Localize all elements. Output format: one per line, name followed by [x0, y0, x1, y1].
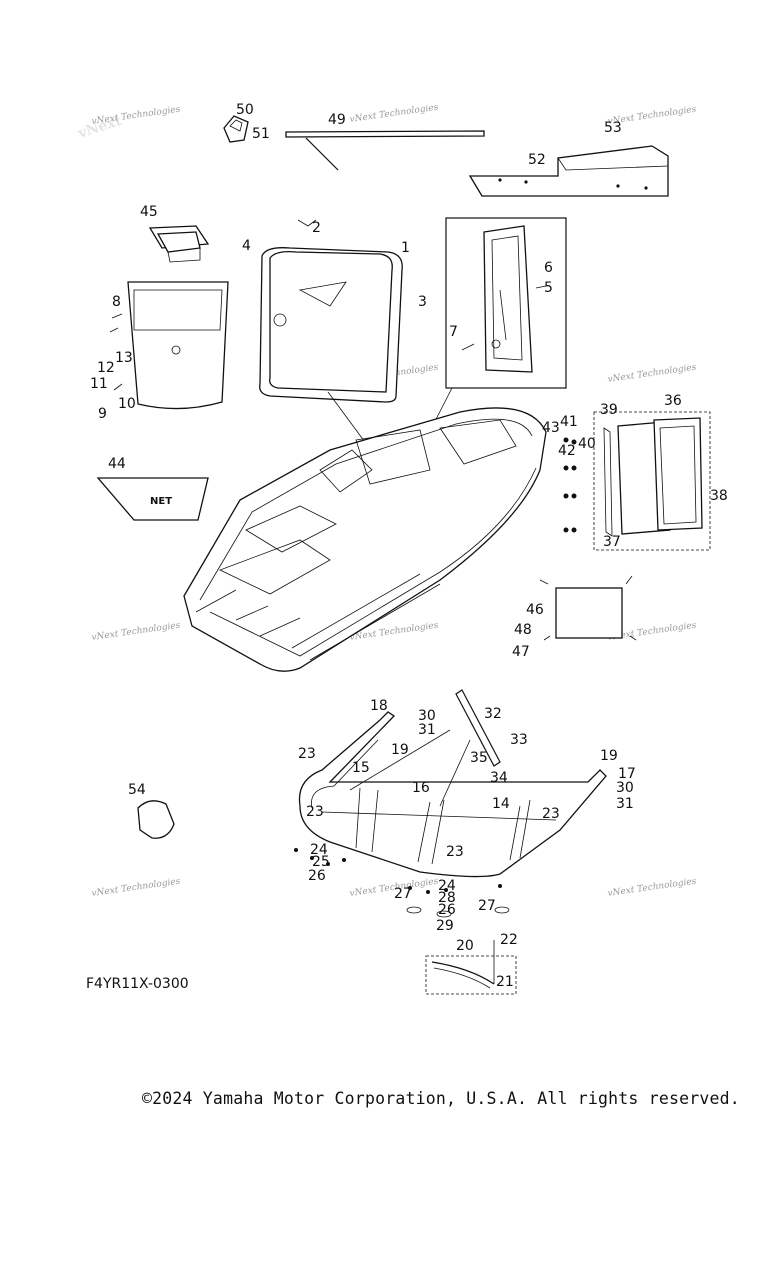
- callout-number: 19: [391, 742, 409, 758]
- rod-part: [285, 130, 485, 171]
- callout-number: 25: [312, 854, 330, 870]
- inset-door-part: [461, 225, 547, 373]
- callout-number: 20: [456, 938, 474, 954]
- strip-frame: [425, 955, 517, 995]
- cleat-part: [223, 115, 249, 143]
- callout-number: 26: [438, 902, 456, 918]
- callout-number: 12: [97, 360, 115, 376]
- mirror-part: [137, 800, 175, 839]
- callout-number: 15: [352, 760, 370, 776]
- mounting-hardware: [294, 848, 502, 894]
- cover-part: [539, 575, 637, 641]
- callout-number: 24: [310, 842, 328, 858]
- callout-number: 4: [242, 238, 251, 254]
- callout-number: 35: [470, 750, 488, 766]
- callout-number: 53: [604, 120, 622, 136]
- callout-number: 16: [412, 780, 430, 796]
- watermark: vNext Technologies: [607, 363, 697, 385]
- callout-number: 36: [664, 393, 682, 409]
- callout-number: 1: [401, 240, 410, 256]
- callout-number: 39: [600, 402, 618, 418]
- callout-number: 45: [140, 204, 158, 220]
- callout-number: 38: [710, 488, 728, 504]
- callout-number: 9: [98, 406, 107, 422]
- callout-number: 54: [128, 782, 146, 798]
- callout-number: 33: [510, 732, 528, 748]
- door-panel-part: [259, 219, 403, 403]
- washers: [406, 906, 510, 918]
- callout-number: 26: [308, 868, 326, 884]
- hatch-part: [603, 417, 703, 537]
- boat-hull-part: [183, 407, 547, 672]
- callout-number: 43: [542, 420, 560, 436]
- callout-number: 22: [500, 932, 518, 948]
- callout-number: 28: [438, 890, 456, 906]
- callout-number: 30: [418, 708, 436, 724]
- diagram-code: F4YR11X-0300: [86, 976, 189, 992]
- hatch-frame: [593, 411, 711, 551]
- callout-number: 27: [394, 886, 412, 902]
- callout-number: 6: [544, 260, 553, 276]
- fasteners: [563, 437, 577, 533]
- callout-number: 23: [298, 746, 316, 762]
- cup-holder-part: [148, 225, 210, 263]
- callout-number: 11: [90, 376, 108, 392]
- callout-number: 47: [512, 644, 530, 660]
- watermark: vNext Technologies: [91, 621, 181, 643]
- callout-number: 27: [478, 898, 496, 914]
- callout-number: 31: [418, 722, 436, 738]
- callout-number: 3: [418, 294, 427, 310]
- callout-number: 37: [603, 534, 621, 550]
- callout-number: 5: [544, 280, 553, 296]
- inset-frame: [445, 217, 567, 389]
- storage-box-part: [109, 281, 229, 410]
- callout-number: 23: [306, 804, 324, 820]
- callout-number: 14: [492, 796, 510, 812]
- bracket-part: [468, 145, 669, 197]
- callout-number: 2: [312, 220, 321, 236]
- callout-number: 23: [542, 806, 560, 822]
- callout-number: 13: [115, 350, 133, 366]
- strip-part: [431, 940, 495, 989]
- callout-number: 50: [236, 102, 254, 118]
- callout-number: 7: [449, 324, 458, 340]
- windshield-part: [298, 689, 607, 878]
- callout-number: 8: [112, 294, 121, 310]
- callout-number: 46: [526, 602, 544, 618]
- callout-number: 42: [558, 443, 576, 459]
- callout-number: 34: [490, 770, 508, 786]
- callout-number: 21: [496, 974, 514, 990]
- callout-number: 24: [438, 878, 456, 894]
- watermark: vNext Technologies: [607, 877, 697, 899]
- callout-number: 52: [528, 152, 546, 168]
- callout-number: 40: [578, 436, 596, 452]
- callout-number: 29: [436, 918, 454, 934]
- watermark: vNext Technologies: [91, 877, 181, 899]
- callout-number: 44: [108, 456, 126, 472]
- callouts: 1 2 3 4 5 6 7 8 9 10 11 12 13 14 15 16 1…: [90, 102, 728, 990]
- watermark: vNext Technologies: [349, 103, 439, 125]
- watermark: vNext Technologies: [91, 105, 181, 127]
- callout-number: 18: [370, 698, 388, 714]
- callout-number: 48: [514, 622, 532, 638]
- callout-number: 17: [618, 766, 636, 782]
- copyright-notice: ©2024 Yamaha Motor Corporation, U.S.A. A…: [142, 1089, 740, 1108]
- callout-number: 19: [600, 748, 618, 764]
- callout-number: 30: [616, 780, 634, 796]
- callout-number: 10: [118, 396, 136, 412]
- net-label: NET: [150, 496, 172, 507]
- callout-number: 23: [446, 844, 464, 860]
- net-part: NET: [96, 477, 209, 521]
- callout-number: 49: [328, 112, 346, 128]
- callout-number: 31: [616, 796, 634, 812]
- callout-number: 32: [484, 706, 502, 722]
- callout-number: 51: [252, 126, 270, 142]
- callout-number: 41: [560, 414, 578, 430]
